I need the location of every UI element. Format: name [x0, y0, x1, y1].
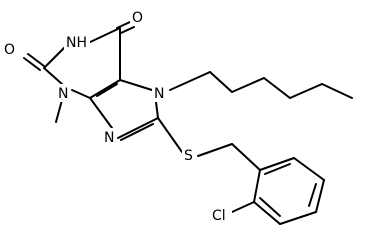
atom-label-n9: N	[104, 130, 114, 146]
bond-c2-o-b	[23, 57, 41, 71]
bond-lines	[23, 21, 353, 225]
bond-ph-5	[293, 157, 325, 181]
bond-hexyl-2	[209, 71, 233, 93]
bond-c6-o-b	[120, 26, 135, 34]
bond-ph-6	[259, 157, 295, 171]
atom-label-cl: Cl	[212, 208, 226, 224]
atom-label-o-top: O	[132, 10, 143, 26]
bond-n3-c2	[43, 67, 63, 85]
bond-c8-n9	[117, 117, 159, 139]
bond-ph-cl	[231, 201, 255, 213]
bond-hexyl-3	[231, 77, 265, 93]
bond-ph-2	[253, 201, 281, 225]
bond-ch2-ring	[231, 143, 261, 171]
atom-labels: NH O O N N N S Cl	[2, 8, 232, 224]
atom-label-n7: N	[154, 86, 164, 102]
bond-hexyl-1	[169, 71, 211, 91]
bond-ph-1	[253, 169, 261, 203]
atom-label-o-left: O	[4, 42, 15, 58]
bond-n9-c4	[89, 97, 113, 129]
bond-c4-c5-inner	[96, 83, 118, 97]
bond-n7-c8	[155, 101, 159, 119]
atom-label-s: S	[184, 148, 193, 164]
atom-label-n3: N	[58, 86, 68, 102]
bond-hexyl-4	[263, 77, 291, 99]
bond-s-ch2	[197, 143, 233, 157]
bond-c2-o-a	[27, 53, 45, 67]
bond-n3-methyl	[55, 99, 63, 123]
bond-hexyl-6	[321, 83, 353, 99]
bond-hexyl-5	[289, 83, 323, 99]
bond-n1-c6	[85, 27, 121, 45]
bond-c4-n3	[71, 89, 91, 99]
bond-c5-c4	[89, 79, 121, 99]
bond-ph-inner-3	[264, 163, 291, 175]
bond-c8-s	[157, 117, 183, 153]
bond-ph-inner-1	[259, 197, 281, 217]
atom-label-nh: NH	[66, 35, 87, 51]
bond-ph-inner-2	[308, 183, 317, 207]
bond-c8-n9-inner	[120, 123, 154, 141]
bond-ph-4	[315, 179, 325, 213]
bond-ph-3	[279, 211, 317, 225]
bond-c5-n7	[119, 79, 153, 91]
bond-c6-o-a	[116, 21, 131, 29]
